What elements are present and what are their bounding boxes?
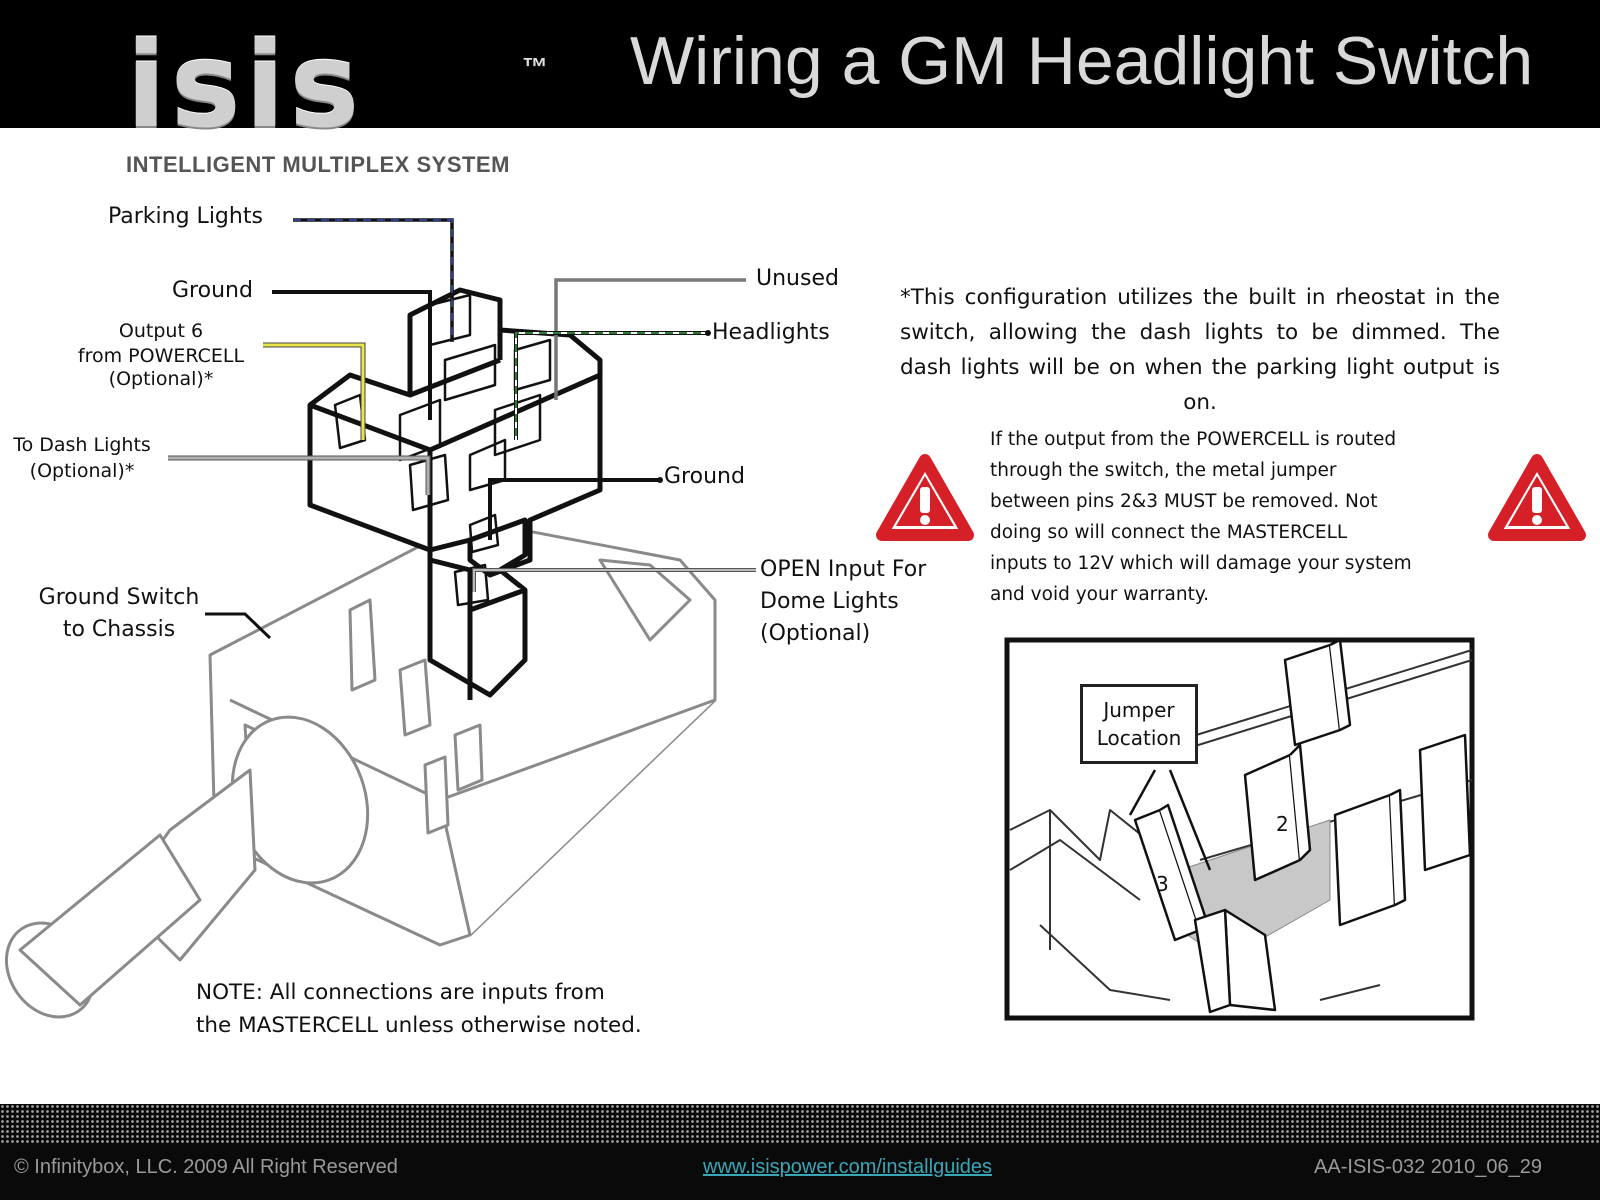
warning-triangle-icon [876, 454, 974, 541]
logo-text: isis [126, 16, 364, 154]
leader-ground-switch [205, 612, 272, 640]
wire-unused [554, 278, 746, 400]
warning-line: If the output from the POWERCELL is rout… [990, 429, 1397, 450]
pin-2-label: 2 [1276, 812, 1289, 836]
label-dome-lights-line3: (Optional) [760, 621, 871, 646]
label-ground-switch-line2: to Chassis [62, 617, 176, 642]
label-dash-lights-line2: (Optional)* [29, 460, 135, 482]
label-dome-lights: OPEN Input For Dome Lights (Optional) [760, 554, 926, 650]
wire-ground-right [488, 478, 660, 540]
label-output-6-line1: Output 6 [118, 320, 204, 342]
warning-text: If the output from the POWERCELL is rout… [990, 424, 1460, 610]
label-dome-lights-line2: Dome Lights [760, 589, 899, 614]
label-headlights: Headlights [712, 320, 830, 345]
logo-trademark: ™ [522, 52, 548, 82]
footer-dot-pattern [0, 1104, 1600, 1144]
config-note: *This configuration utilizes the built i… [900, 285, 1500, 415]
warning-line: inputs to 12V which will damage your sys… [990, 553, 1412, 574]
warning-line: doing so will connect the MASTERCELL [990, 522, 1348, 543]
warning-line: between pins 2&3 MUST be removed. Not [990, 491, 1378, 512]
label-dash-lights: To Dash Lights (Optional)* [10, 432, 154, 484]
warning-line: through the switch, the metal jumper [990, 460, 1337, 481]
wire-ground-top [272, 290, 432, 420]
footer-doc-id: AA-ISIS-032 2010_06_29 [1314, 1156, 1542, 1178]
jumper-location-label: Jumper Location [1080, 684, 1198, 764]
label-dash-lights-line1: To Dash Lights [13, 434, 151, 456]
label-ground-switch-line1: Ground Switch [38, 585, 200, 610]
bottom-note: NOTE: All connections are inputs from th… [196, 976, 642, 1042]
label-dome-lights-line1: OPEN Input For [760, 557, 927, 582]
label-ground-switch: Ground Switch to Chassis [34, 582, 204, 646]
bottom-note-line2: the MASTERCELL unless otherwise noted. [196, 1013, 642, 1038]
logo-subtitle: INTELLIGENT MULTIPLEX SYSTEM [126, 152, 510, 177]
label-ground-top: Ground [172, 278, 253, 303]
jumper-label-line1: Jumper [1103, 698, 1175, 722]
pin-3-label: 3 [1156, 872, 1169, 896]
warning-triangle-icon [1488, 454, 1586, 541]
footer-copyright: © Infinitybox, LLC. 2009 All Right Reser… [14, 1156, 398, 1178]
label-output-6: Output 6 from POWERCELL (Optional)* [62, 318, 260, 391]
headlight-switch-body [4, 518, 717, 1019]
label-unused: Unused [756, 266, 839, 291]
jumper-label-line2: Location [1096, 726, 1182, 750]
warning-line: and void your warranty. [990, 584, 1210, 605]
label-ground-right: Ground [664, 464, 745, 489]
page-title: Wiring a GM Headlight Switch [630, 23, 1534, 99]
isis-logo: isis ™ INTELLIGENT MULTIPLEX SYSTEM [126, 26, 566, 190]
bottom-note-line1: NOTE: All connections are inputs from [196, 980, 605, 1005]
header-band [0, 0, 1600, 128]
label-output-6-line3: (Optional)* [108, 367, 214, 390]
jumper-inset [1004, 637, 1475, 1021]
footer-install-guides-link[interactable]: www.isispower.com/installguides [703, 1156, 993, 1178]
label-parking-lights: Parking Lights [108, 204, 263, 229]
label-output-6-line2: from POWERCELL [77, 344, 245, 367]
